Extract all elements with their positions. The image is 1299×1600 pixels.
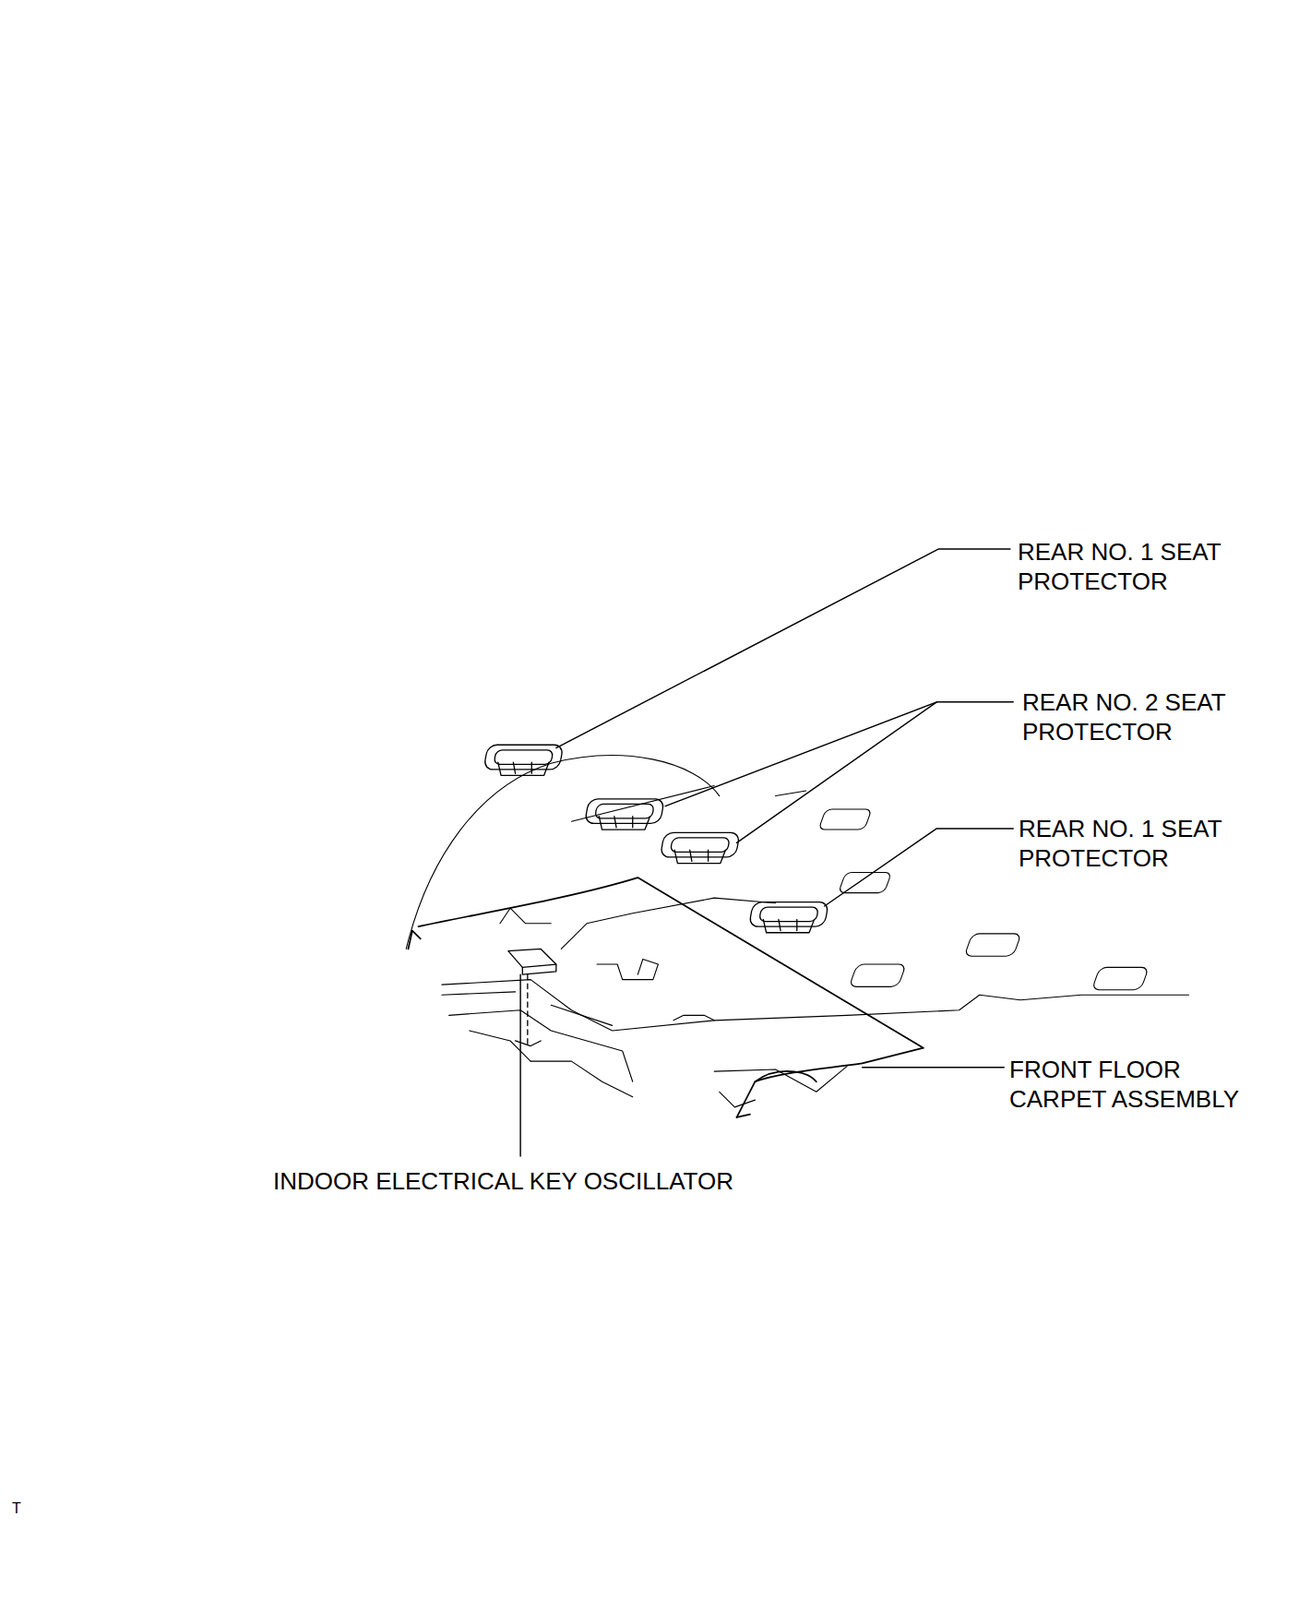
seat-protectors [483, 744, 829, 932]
part-label: FRONT FLOOR CARPET ASSEMBLY [1009, 1054, 1259, 1114]
part-label: REAR NO. 2 SEAT PROTECTOR [1022, 687, 1272, 747]
front-floor-carpet [405, 755, 924, 1118]
part-label: INDOOR ELECTRICAL KEY OSCILLATOR [273, 1166, 734, 1196]
figure-code: T [11, 1499, 22, 1518]
part-label: REAR NO. 1 SEAT PROTECTOR [1017, 536, 1267, 596]
key-oscillator [508, 948, 557, 1046]
leader-lines [520, 548, 1013, 1156]
part-label: REAR NO. 1 SEAT PROTECTOR [1018, 813, 1268, 873]
